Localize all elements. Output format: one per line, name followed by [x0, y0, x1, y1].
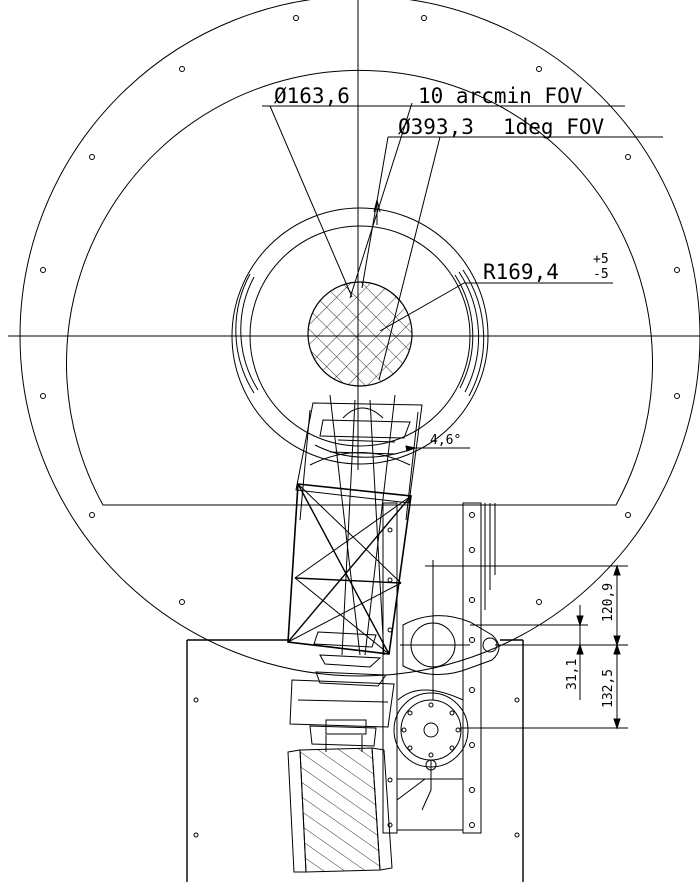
dim-offset-label: 31,1	[565, 659, 580, 690]
outer-bolt-holes	[40, 15, 680, 838]
elevation-bearing	[400, 560, 500, 700]
fov-disk	[307, 281, 413, 387]
leader-lines	[262, 102, 663, 381]
radius-label: R169,4	[483, 260, 559, 284]
lower-optics	[289, 631, 395, 747]
side-bracket	[382, 502, 496, 834]
dim-upper-label: 120,9	[601, 583, 616, 622]
telescope-truss	[287, 394, 423, 656]
angle-label: 4,6°	[430, 433, 461, 448]
support-base	[186, 639, 524, 882]
tolerance-minus: -5	[593, 267, 609, 282]
dimension-lines	[425, 564, 628, 730]
angle-marker	[314, 444, 470, 458]
fov-1deg-label: 1deg FOV	[503, 115, 605, 139]
dia-10arcmin-label: Ø163,6	[274, 84, 350, 108]
aperture-ring	[231, 207, 489, 465]
dia-1deg-label: Ø393,3	[398, 115, 474, 139]
drive-wheel	[393, 689, 469, 811]
fov-10arcmin-label: 10 arcmin FOV	[418, 84, 583, 108]
instrument-body	[287, 735, 393, 873]
tolerance-plus: +5	[593, 252, 609, 267]
dim-lower-label: 132,5	[601, 669, 616, 708]
